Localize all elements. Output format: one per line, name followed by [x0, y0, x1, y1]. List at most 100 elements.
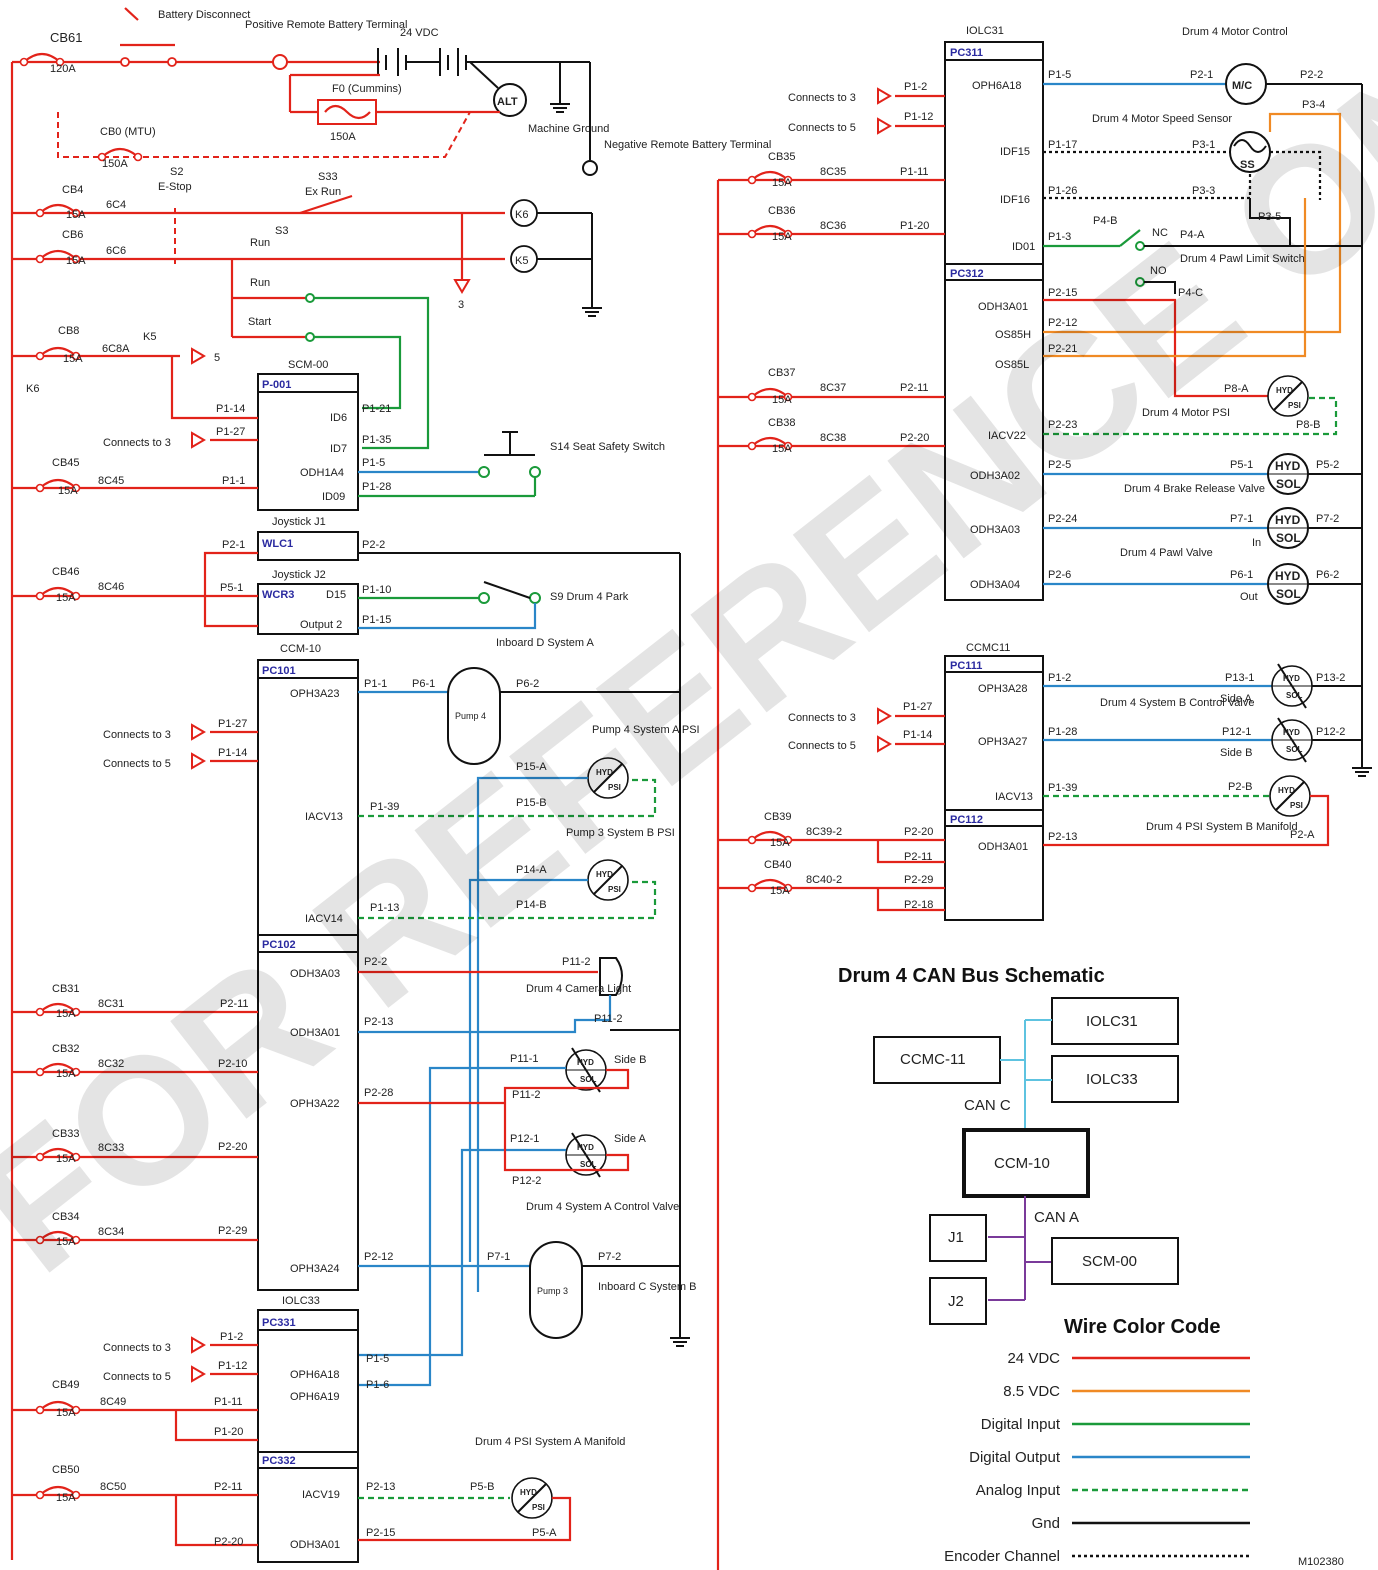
run2-label: Run [250, 277, 270, 289]
pawl-nc: NC [1152, 227, 1168, 239]
ss-p35: P3-5 [1258, 211, 1281, 223]
j1-p21: P2-1 [222, 539, 245, 551]
iolc33-pc331: PC331 [262, 1317, 296, 1329]
k6-contact: K6 [26, 383, 39, 395]
iolc33-module: IOLC33 PC331 PC332 OPH6A18 OPH6A19 IACV1… [12, 1295, 625, 1563]
scm-id7: ID7 [330, 443, 347, 455]
scm-p15: P1-5 [362, 457, 385, 469]
iolc31-idf16: IDF16 [1000, 194, 1030, 206]
cb40-amp: 15A [770, 885, 790, 897]
can-a-label: CAN A [1034, 1209, 1079, 1226]
mc-symbol: M/C [1232, 80, 1252, 92]
wire-8c45: 8C45 [98, 475, 124, 487]
iolc33-p120: P1-20 [214, 1426, 243, 1438]
cb46-amp: 15A [56, 592, 76, 604]
ccm-odh3a03: ODH3A03 [290, 968, 340, 980]
cb4-label: CB4 [62, 184, 83, 196]
iolc31-p126: P1-26 [1048, 185, 1077, 197]
j2-output2: Output 2 [300, 619, 342, 631]
figure-id: M102380 [1298, 1556, 1344, 1568]
scm-name: SCM-00 [288, 359, 328, 371]
pump3-p71: P7-1 [487, 1251, 510, 1263]
brake-hyd-text: HYD [1275, 459, 1301, 473]
wire-6c4: 6C4 [106, 199, 126, 211]
cb8-label: CB8 [58, 325, 79, 337]
ccmc-p114: P1-14 [903, 729, 932, 741]
can-node-iolc33 [1051, 1055, 1179, 1103]
ccmc-p2b: P2-B [1228, 781, 1252, 793]
j1-p22: P2-2 [362, 539, 385, 551]
cb49-label: CB49 [52, 1379, 80, 1391]
iolc31-p224: P2-24 [1048, 513, 1077, 525]
cb61-amp: 120A [50, 63, 76, 75]
scm-id6: ID6 [330, 412, 347, 424]
exrun-label: Ex Run [305, 186, 341, 198]
pawl-valve-label: Drum 4 Pawl Valve [1120, 547, 1213, 559]
iolc33-iacv19: IACV19 [302, 1489, 340, 1501]
can-ccmc-label: CCMC-11 [900, 1051, 966, 1068]
camera-p112b: P11-2 [594, 1013, 623, 1025]
legend-label: Digital Output [969, 1449, 1061, 1466]
iolc33-connects5: Connects to 5 [103, 1371, 171, 1383]
iolc33-pc332: PC332 [262, 1455, 296, 1467]
iolc33-p15: P1-5 [366, 1353, 389, 1365]
iolc31-os85l: OS85L [995, 359, 1029, 371]
pump4-p62: P6-2 [516, 678, 539, 690]
can-bus-title: Drum 4 CAN Bus Schematic [838, 965, 1105, 987]
ccm-oph3a22: OPH3A22 [290, 1098, 340, 1110]
iolc31-devices: Drum 4 Motor Control P1-5 P2-1 M/C P2-2 … [1043, 26, 1373, 777]
iolc33-p220: P2-20 [214, 1536, 243, 1548]
scm-p121: P1-21 [362, 403, 391, 415]
joysticks: Joystick J1 WLC1 P2-1 P2-2 Joystick J2 W… [12, 516, 691, 1347]
cb34-label: CB34 [52, 1211, 80, 1223]
ccm-devices: P1-1 P6-1 Pump 4 P6-2 Inboard D System A… [358, 637, 700, 1387]
can-node-scm [1051, 1237, 1179, 1285]
ref-5: 5 [214, 352, 220, 364]
k5-contact: K5 [143, 331, 156, 343]
motor-control-label: Drum 4 Motor Control [1182, 26, 1288, 38]
scm-id09: ID09 [322, 491, 345, 503]
ccm-p11: P1-1 [364, 678, 387, 690]
joystick-j1-label: Joystick J1 [272, 516, 326, 528]
s33-label: S33 [318, 171, 338, 183]
s2-label: S2 [170, 166, 183, 178]
pump3-label: Pump 3 [537, 1286, 568, 1296]
cb34-amp: 15A [56, 1236, 76, 1248]
scm-module: SCM-00 P-001 ID6 ID7 ODH1A4 ID09 P1-21 P… [12, 356, 665, 511]
scm-p114: P1-14 [216, 403, 245, 415]
legend-label: 24 VDC [1007, 1350, 1060, 1367]
inboard-c-label: Inboard C System B [598, 1281, 696, 1293]
manifold-a-label: Drum 4 PSI System A Manifold [475, 1436, 625, 1448]
legend-label: Encoder Channel [944, 1548, 1060, 1565]
ccmc-p131: P13-1 [1225, 672, 1254, 684]
ccmc-connects3: Connects to 3 [788, 712, 856, 724]
iolc31-connects5: Connects to 5 [788, 122, 856, 134]
system-a-valve-label: Drum 4 System A Control Valve [526, 1201, 679, 1213]
scm-p11: P1-1 [222, 475, 245, 487]
scm-p127: P1-27 [216, 426, 245, 438]
pawl-p4c: P4-C [1178, 287, 1203, 299]
ccm-p139: P1-39 [370, 801, 399, 813]
fuse-label: F0 (Cummins) [332, 83, 402, 95]
ccm-p211: P2-11 [220, 998, 249, 1010]
iolc31-p211: P2-11 [900, 382, 929, 394]
wcr3: WCR3 [262, 589, 294, 601]
ccmc-p121: P12-1 [1222, 726, 1251, 738]
camera-light-icon [599, 957, 623, 996]
ccmc-p220: P2-20 [904, 826, 933, 838]
valve-p112c: P11-2 [512, 1089, 541, 1101]
iolc33-p16: P1-6 [366, 1379, 389, 1391]
ccmc-p229: P2-29 [904, 874, 933, 886]
iolc31-pc311: PC311 [950, 47, 983, 59]
ccmc-iacv13: IACV13 [995, 791, 1033, 803]
legend-label: Digital Input [981, 1416, 1061, 1433]
wire-8c46: 8C46 [98, 581, 124, 593]
pump4-p61: P6-1 [412, 678, 435, 690]
iolc31-p12: P1-2 [904, 81, 927, 93]
ccmc-oph3a27: OPH3A27 [978, 736, 1028, 748]
iolc33-oph6a18: OPH6A18 [290, 1369, 340, 1381]
legend-label: 8.5 VDC [1003, 1383, 1060, 1400]
iolc31-p26: P2-6 [1048, 569, 1071, 581]
valve-sidea: Side A [614, 1133, 646, 1145]
legend-title: Wire Color Code [1064, 1316, 1221, 1338]
